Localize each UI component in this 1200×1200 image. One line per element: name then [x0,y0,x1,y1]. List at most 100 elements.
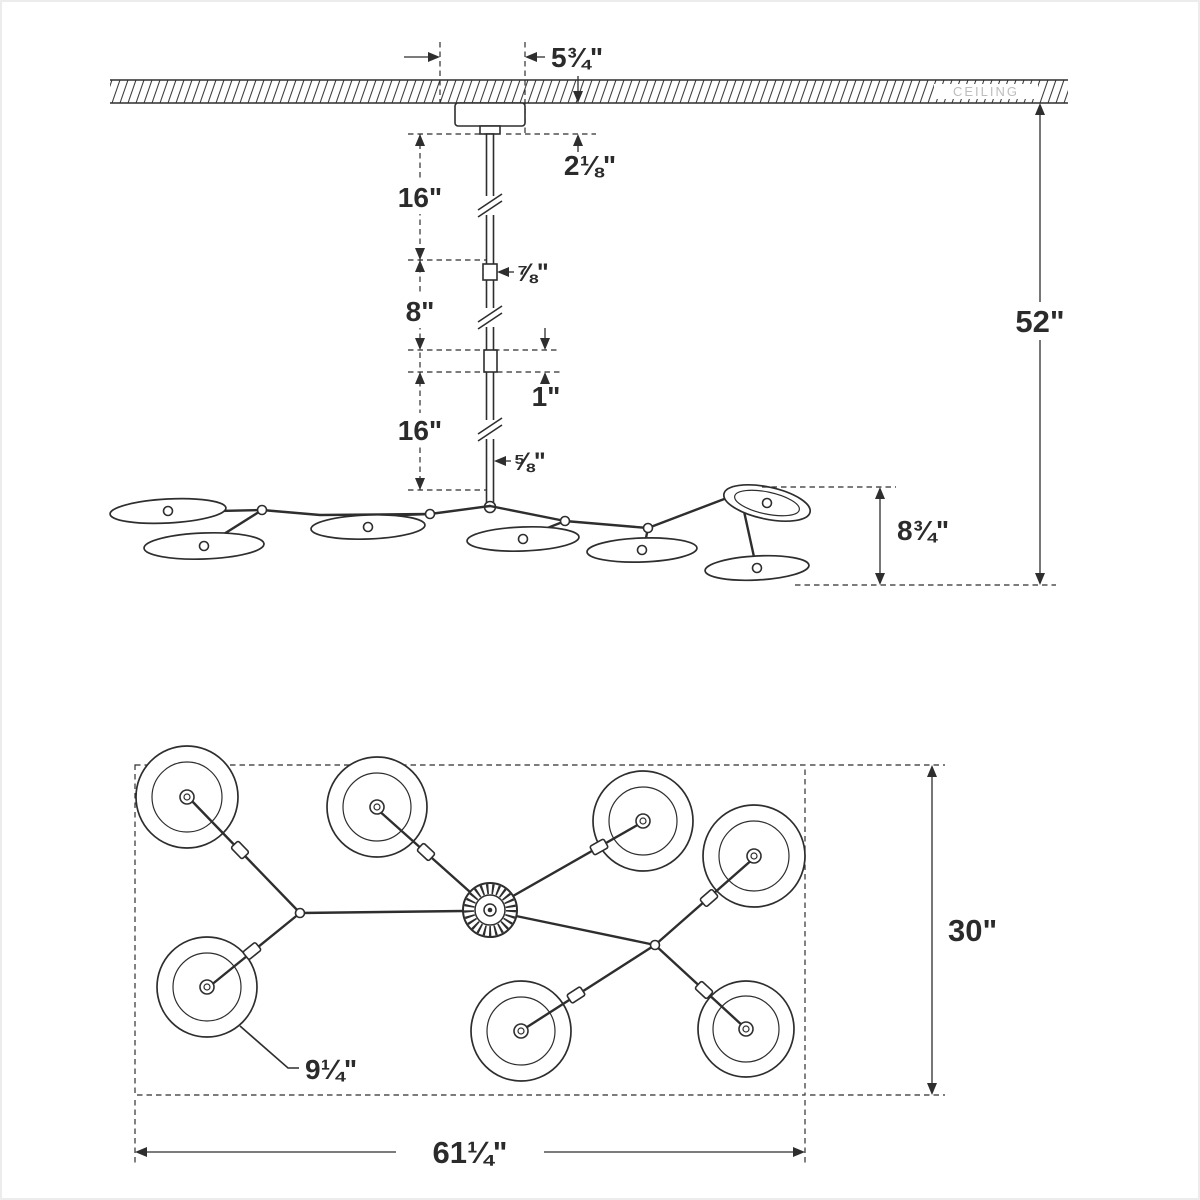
center-hub [462,882,518,938]
ceiling-label: CEILING [953,84,1019,99]
stem-coupler [416,842,436,862]
dim-rod-lower-label: 16" [398,415,442,446]
dim-fixture-height-label: 8¾" [897,515,949,546]
shade-socket [199,979,215,995]
dim-overall-depth-label: 30" [948,913,997,948]
shade-socket [761,497,773,509]
fixture-arm [522,943,657,1031]
dimension-shade-diameter: 9¼" [239,1025,357,1085]
shade-socket [636,544,648,556]
shade-socket [162,505,174,517]
arrowhead [793,1147,805,1157]
arrowhead [573,91,583,103]
canopy-body [454,102,526,127]
stem-coupler [242,942,262,960]
fixture-arm [511,821,643,898]
arrowhead [573,134,583,146]
dim-coupler-upper-label: ⅞" [516,259,549,287]
arrowhead [415,478,425,490]
arrowhead [875,487,885,499]
shade-socket [369,799,385,815]
dim-stem-diameter-label: ⅝" [513,448,546,476]
dim-rod-upper-label: 16" [398,182,442,213]
arrowhead [497,267,509,277]
stem-coupler [699,888,719,908]
dim-shade-diameter-label: 9¼" [305,1054,357,1085]
arrowhead [540,372,550,384]
arrowhead [1035,573,1045,585]
dim-canopy-height-label: 2⅛" [564,150,616,181]
arm-joint [649,939,661,951]
ceiling-hatch [110,80,1068,103]
rod-break [477,417,503,442]
dim-rod-mid-label: 8" [406,296,435,327]
arm-joint [424,508,436,520]
fixture-arm [260,508,432,517]
ceiling-label-bg [934,84,1038,99]
arrowhead [135,1147,147,1157]
ceiling: CEILING [110,79,1068,104]
stem-coupler [566,986,586,1004]
arrowhead [415,248,425,260]
shade-socket [746,848,762,864]
dimension-fixture-height: 8¾" [762,486,1056,586]
elevation-view: CEILING 5¾" 2⅛" [109,42,1074,586]
arrowhead [525,52,537,62]
arrowhead [428,52,440,62]
shade-socket [738,1021,754,1037]
arrowhead [415,260,425,272]
arm-joint [642,522,654,534]
rod-coupler-mid [483,349,498,373]
shade-inner-rim [734,489,800,517]
arm-joint [256,504,268,516]
plan-couplers [230,838,719,1004]
shade-socket [635,813,651,829]
dimension-overall-height: 52" [1006,103,1074,585]
arrowhead [540,338,550,350]
shade-socket [513,1023,529,1039]
dimension-coupler-mid: 1" [532,328,560,412]
plan-sockets [179,789,762,1039]
fixture-arm [488,504,567,523]
arrowhead [927,765,937,777]
fixture-arm [563,519,650,530]
plan-view: 30" 61¼" 9¼" [134,745,997,1170]
arrowhead [927,1083,937,1095]
fixture-arm [514,914,657,947]
hub-radial-ticks [464,884,516,936]
shade-socket [751,562,763,574]
dimension-rod-stack: 16" 8" 16" [394,133,560,491]
stem-coupler [694,980,714,1000]
dimension-coupler-upper: ⅞" [497,259,549,287]
dim-canopy-offset-label: 5¾" [551,42,603,73]
rod-break [477,305,503,330]
dimension-overall-width: 61¼" [134,1100,806,1170]
arrowhead [494,456,506,466]
shade-socket [198,540,210,552]
rod-coupler-small [482,263,498,281]
canopy [454,102,526,135]
leader-line [239,1025,299,1069]
arrowhead [415,338,425,350]
dim-overall-height-label: 52" [1015,304,1064,339]
arm-joint [559,515,571,527]
shade-socket [179,789,195,805]
rod-break [477,193,503,218]
dim-overall-width-label: 61¼" [432,1135,507,1170]
stem-coupler [589,838,609,856]
dimension-overall-depth: 30" [810,764,997,1096]
canopy-collar [479,125,501,135]
arrowhead [415,134,425,146]
arm-joint [294,907,306,919]
plan-bounding-box [134,764,806,1096]
fixture-elevation [109,484,812,582]
hanging-rod [477,133,503,505]
dimension-stem-diameter: ⅝" [494,448,546,476]
shade-socket [517,533,529,545]
stem-coupler [230,840,250,860]
arrowhead [1035,103,1045,115]
hub-center-dot [487,907,493,913]
dimension-canopy-height: 2⅛" [506,76,616,181]
